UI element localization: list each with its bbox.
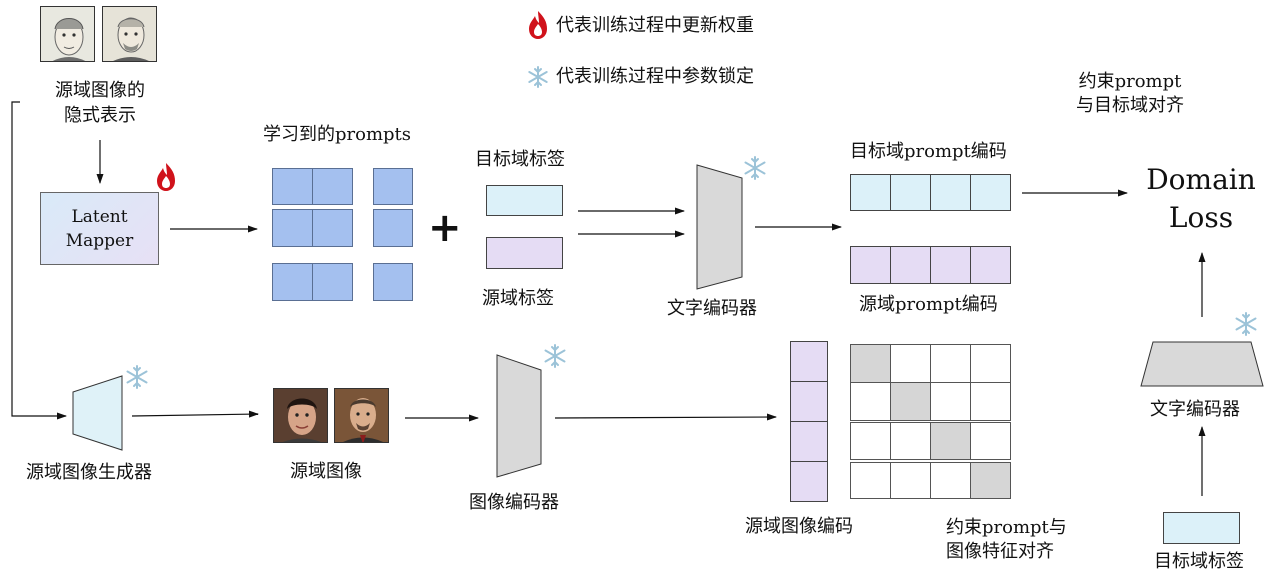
matrix-cell bbox=[890, 344, 931, 383]
align-target-label: 约束prompt 与目标域对齐 bbox=[1076, 71, 1184, 116]
source-image-2 bbox=[334, 388, 389, 443]
flame-icon-legend bbox=[529, 11, 547, 39]
prompt-token bbox=[312, 263, 353, 301]
snowflake-icon-generator bbox=[126, 365, 148, 389]
image-code-cell bbox=[790, 461, 828, 502]
target-label-box bbox=[486, 185, 563, 216]
source-code-cell bbox=[930, 246, 971, 284]
matrix-cell bbox=[970, 382, 1011, 421]
snowflake-icon-legend bbox=[528, 66, 548, 88]
arrow-encoder-to-image-code bbox=[554, 413, 777, 421]
matrix-cell bbox=[970, 462, 1011, 499]
source-label-text: 源域标签 bbox=[482, 288, 554, 309]
snowflake-icon-image-encoder bbox=[544, 344, 566, 368]
matrix-cell bbox=[850, 422, 891, 460]
prompt-token bbox=[373, 209, 413, 247]
plus-sign: + bbox=[428, 205, 462, 251]
prompt-token bbox=[312, 209, 353, 247]
matrix-cell bbox=[930, 382, 971, 421]
image-code-cell bbox=[790, 421, 828, 462]
arrow-generator-to-images bbox=[131, 410, 259, 418]
matrix-cell bbox=[970, 422, 1011, 460]
learned-prompts-label: 学习到的prompts bbox=[263, 124, 412, 145]
legend-frozen-text: 代表训练过程中参数锁定 bbox=[556, 66, 754, 87]
generator-label: 源域图像生成器 bbox=[26, 462, 152, 483]
target-code-cell bbox=[850, 174, 891, 211]
prompt-token bbox=[373, 168, 413, 205]
snowflake-icon-right-encoder bbox=[1235, 312, 1257, 336]
prompt-token bbox=[312, 168, 353, 205]
target-prompt-code-label: 目标域prompt编码 bbox=[850, 141, 1007, 162]
image-code-cell bbox=[790, 341, 828, 382]
source-image-code-column bbox=[790, 341, 828, 502]
learned-prompts-grid bbox=[272, 168, 414, 302]
bracket-latent-to-generator bbox=[11, 101, 67, 420]
align-image-label: 约束prompt与 图像特征对齐 bbox=[946, 517, 1067, 562]
target-label-top-text: 目标域标签 bbox=[475, 149, 565, 170]
latent-mapper-box: Latent Mapper bbox=[40, 192, 159, 265]
text-encoder-mid-shape bbox=[696, 164, 743, 290]
matrix-cell bbox=[850, 462, 891, 499]
latent-code-label: 源域图像的 隐式表示 bbox=[55, 80, 145, 126]
matrix-cell bbox=[890, 382, 931, 421]
domain-loss-label: Domain Loss bbox=[1146, 163, 1256, 234]
source-prompt-code-row bbox=[850, 246, 1011, 284]
prompt-token bbox=[272, 209, 313, 247]
latent-mapper-label: Latent Mapper bbox=[65, 207, 134, 251]
source-code-cell bbox=[890, 246, 931, 284]
target-label-bottom-box bbox=[1163, 512, 1240, 544]
snowflake-icon-mid-encoder bbox=[744, 156, 766, 180]
matrix-cell bbox=[930, 422, 971, 460]
generator-shape bbox=[72, 375, 123, 451]
photo-face-icon bbox=[335, 389, 388, 442]
source-image-code-label: 源域图像编码 bbox=[745, 516, 853, 537]
text-encoder-mid-label: 文字编码器 bbox=[667, 298, 757, 319]
target-code-cell bbox=[890, 174, 931, 211]
prompt-token bbox=[272, 263, 313, 301]
matrix-cell bbox=[850, 344, 891, 383]
sketch-face-1 bbox=[40, 6, 95, 62]
sketch-face-2 bbox=[102, 6, 157, 62]
text-encoder-right-label: 文字编码器 bbox=[1150, 399, 1240, 420]
source-code-cell bbox=[850, 246, 891, 284]
target-code-cell bbox=[970, 174, 1011, 211]
image-code-cell bbox=[790, 381, 828, 422]
source-prompt-code-label: 源域prompt编码 bbox=[859, 294, 998, 315]
legend-update-text: 代表训练过程中更新权重 bbox=[556, 15, 754, 36]
matrix-cell bbox=[850, 382, 891, 421]
matrix-cell bbox=[890, 422, 931, 460]
photo-face-icon bbox=[274, 389, 327, 442]
target-prompt-code-row bbox=[850, 174, 1011, 211]
matrix-cell bbox=[890, 462, 931, 499]
source-image-1 bbox=[273, 388, 328, 443]
sketch-face-icon bbox=[52, 18, 86, 61]
target-code-cell bbox=[930, 174, 971, 211]
target-label-bottom-text: 目标域标签 bbox=[1154, 551, 1244, 572]
source-label-box bbox=[486, 237, 563, 269]
prompt-token bbox=[272, 168, 313, 205]
image-encoder-shape bbox=[496, 354, 542, 478]
matrix-cell bbox=[970, 344, 1011, 383]
matrix-cell bbox=[930, 344, 971, 383]
source-images-label: 源域图像 bbox=[290, 461, 362, 482]
source-code-cell bbox=[970, 246, 1011, 284]
image-encoder-label: 图像编码器 bbox=[469, 492, 559, 513]
sketch-face-icon bbox=[113, 17, 149, 61]
matrix-cell bbox=[930, 462, 971, 499]
flame-icon-mapper bbox=[157, 163, 175, 191]
prompt-token bbox=[373, 263, 413, 301]
text-encoder-right-shape bbox=[1140, 341, 1264, 387]
similarity-matrix bbox=[850, 344, 1011, 499]
